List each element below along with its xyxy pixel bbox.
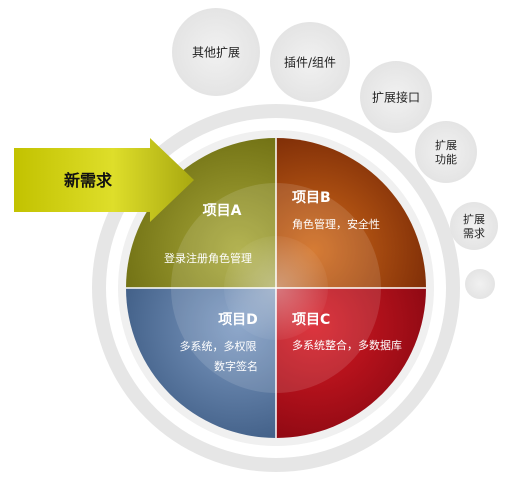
quadrant-d-shape bbox=[126, 288, 276, 438]
extension-bubble-5-label: 需求 bbox=[463, 227, 485, 240]
new-requirement-arrow: 新需求 bbox=[14, 138, 194, 222]
project-d-desc-line2: 数字签名 bbox=[214, 359, 258, 373]
quadrant-a-shape bbox=[126, 138, 276, 288]
extension-bubble-2 bbox=[270, 22, 350, 102]
extension-bubble-2-label: 插件/组件 bbox=[284, 56, 336, 70]
quadrant-c-shape bbox=[276, 288, 426, 438]
quadrant-b bbox=[276, 138, 426, 288]
project-a-title: 项目A bbox=[203, 203, 242, 219]
quadrant-c bbox=[276, 288, 426, 438]
quadrant-b-shape bbox=[276, 138, 426, 288]
extension-bubble-1-label: 其他扩展 bbox=[192, 46, 240, 60]
extension-bubble-6 bbox=[465, 269, 495, 299]
project-d-title: 项目D bbox=[218, 312, 258, 328]
new-requirement-label: 新需求 bbox=[64, 171, 113, 190]
project-b-desc: 角色管理，安全性 bbox=[292, 217, 380, 231]
quadrant-a bbox=[126, 138, 276, 288]
extension-bubble-3-label: 扩展接口 bbox=[372, 90, 420, 105]
extension-bubble-3 bbox=[360, 61, 432, 133]
project-d-desc-line1: 多系统，多权限 bbox=[180, 339, 257, 353]
extension-bubble-1 bbox=[172, 8, 260, 96]
extension-bubble-4-label: 扩展 bbox=[435, 138, 457, 152]
extension-bubble-5-label: 扩展 bbox=[463, 212, 485, 226]
quadrant-d bbox=[126, 288, 276, 438]
project-a-desc: 登录注册角色管理 bbox=[164, 251, 252, 265]
extension-bubble-5 bbox=[450, 202, 498, 250]
project-c-title: 项目C bbox=[292, 312, 330, 328]
extension-bubble-4 bbox=[415, 121, 477, 183]
arrow-shape bbox=[14, 138, 194, 222]
extension-bubble-4-label: 功能 bbox=[435, 152, 457, 166]
project-c-desc: 多系统整合，多数据库 bbox=[292, 338, 402, 352]
project-b-title: 项目B bbox=[292, 190, 331, 206]
